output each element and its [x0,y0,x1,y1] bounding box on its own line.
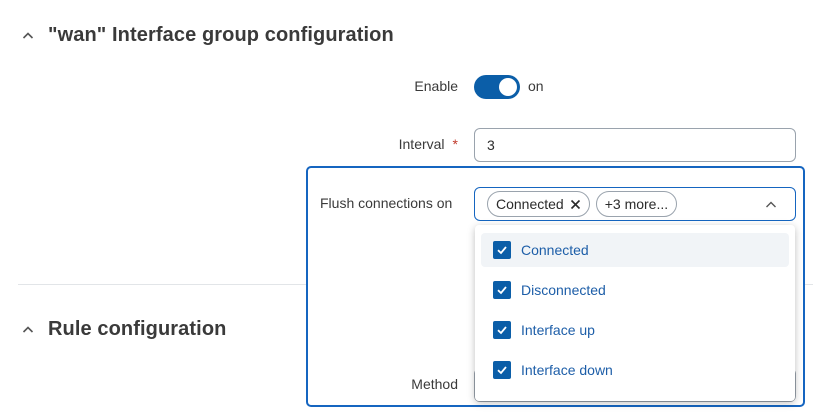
option-interface-down[interactable]: Interface down [481,353,789,387]
interval-label: Interval [398,136,445,152]
option-label: Disconnected [521,282,606,298]
section-divider-right [805,284,813,285]
rule-section-title: Rule configuration [48,318,227,340]
selected-chip: Connected [487,191,590,217]
wan-section-header[interactable]: "wan" Interface group configuration [22,24,394,47]
enable-label: Enable [414,78,458,94]
option-label: Connected [521,242,589,258]
check-icon [497,246,507,255]
more-chip-label: +3 more... [604,196,669,212]
flush-label: Flush connections on [320,195,453,211]
section-divider-left [18,284,308,285]
check-icon [497,326,507,335]
flush-multiselect[interactable]: Connected +3 more... [474,187,796,221]
interval-value: 3 [487,137,495,153]
option-checkbox[interactable] [493,361,511,379]
close-icon[interactable] [570,199,581,210]
flush-options-dropdown: Connected Disconnected Interface up Inte… [475,225,795,401]
check-icon [497,366,507,375]
option-connected[interactable]: Connected [481,233,789,267]
required-mark: * [452,136,458,152]
option-checkbox[interactable] [493,241,511,259]
option-checkbox[interactable] [493,281,511,299]
chevron-up-icon[interactable] [22,324,34,336]
chevron-up-icon[interactable] [765,199,777,211]
chip-label: Connected [496,196,564,212]
toggle-knob [499,78,517,96]
interval-label-group: Interval * [399,136,458,152]
flush-field-focus-outline [306,166,805,407]
chevron-up-icon[interactable] [22,30,34,42]
method-label: Method [411,376,458,392]
check-icon [497,286,507,295]
option-checkbox[interactable] [493,321,511,339]
option-label: Interface down [521,362,613,378]
wan-section-title: "wan" Interface group configuration [48,24,394,46]
enable-toggle[interactable] [474,75,520,99]
rule-section-header[interactable]: Rule configuration [22,318,226,341]
option-disconnected[interactable]: Disconnected [481,273,789,307]
more-chip[interactable]: +3 more... [595,191,678,217]
interval-input[interactable]: 3 [474,128,796,162]
option-label: Interface up [521,322,595,338]
option-interface-up[interactable]: Interface up [481,313,789,347]
enable-state-text: on [528,78,544,94]
